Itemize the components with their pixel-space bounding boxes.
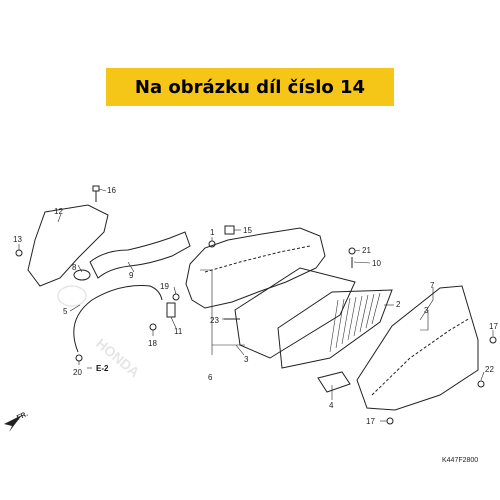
part-6-air-cleaner-case — [185, 227, 326, 309]
part-15-grommet — [224, 225, 235, 235]
label-part-21: 21 — [362, 246, 371, 255]
part-18-clip — [149, 323, 157, 331]
part-17-screw-top — [489, 336, 497, 344]
label-part-17-top: 17 — [489, 322, 498, 331]
front-mark: FR. — [16, 411, 29, 422]
part-4-drain-tube — [317, 371, 351, 393]
label-part-3-gasket: 3 — [244, 355, 249, 364]
watermark-text: HONDA — [93, 335, 143, 380]
leader-lines — [18, 188, 494, 422]
label-part-8: 8 — [72, 263, 77, 272]
label-part-18: 18 — [148, 339, 157, 348]
label-part-12: 12 — [54, 207, 63, 216]
label-part-15: 15 — [243, 226, 252, 235]
label-part-13: 13 — [13, 235, 22, 244]
label-part-9: 9 — [129, 271, 134, 280]
part-8-clamp — [73, 269, 91, 281]
front-arrow-icon: FR. — [4, 411, 29, 432]
part-2-filter-element — [277, 289, 393, 369]
label-part-19: 19 — [160, 282, 169, 291]
label-part-2: 2 — [396, 300, 401, 309]
label-part-22: 22 — [485, 365, 494, 374]
part-12-cover — [27, 204, 109, 287]
part-13-screw — [15, 249, 23, 257]
label-part-23: 23 — [210, 316, 219, 325]
label-part-5: 5 — [63, 307, 68, 316]
label-part-20: 20 — [73, 368, 82, 377]
filter-pleats — [329, 292, 381, 353]
ref-e2: E-2 — [96, 364, 109, 373]
part-16-bolt — [92, 185, 100, 202]
label-part-3-cover: 3 — [424, 306, 429, 315]
label-part-1: 1 — [210, 228, 215, 237]
part-5-hose — [73, 285, 163, 353]
part-number-banner: Na obrázku díl číslo 14 — [106, 68, 394, 106]
label-part-16: 16 — [107, 186, 116, 195]
banner-text: Na obrázku díl číslo 14 — [134, 76, 366, 98]
part-20-clip — [75, 354, 83, 362]
part-11-bracket — [166, 302, 176, 318]
label-part-7: 7 — [430, 281, 435, 290]
part-22-screw — [477, 380, 485, 388]
label-part-17-bottom: 17 — [366, 417, 375, 426]
part-3-gasket — [234, 267, 356, 359]
part-7-outer-cover — [356, 285, 479, 411]
part-9-duct — [89, 231, 191, 279]
part-17-screw-bottom — [386, 417, 394, 425]
part-21-bolt — [348, 247, 356, 255]
diagram-code: K447F2800 — [442, 457, 478, 464]
label-part-11: 11 — [174, 327, 183, 336]
label-part-6: 6 — [208, 373, 213, 382]
part-19-bolt — [172, 293, 180, 301]
label-part-10: 10 — [372, 259, 381, 268]
label-part-4: 4 — [329, 401, 334, 410]
